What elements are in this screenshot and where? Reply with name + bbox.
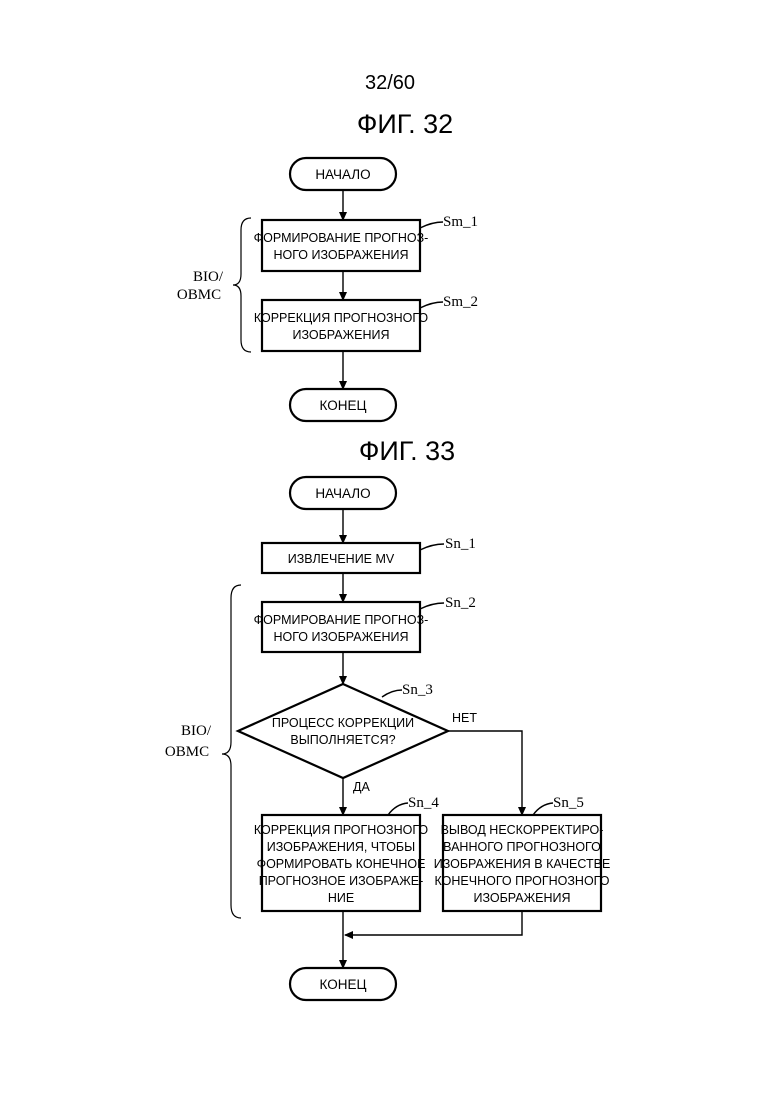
fig33-start-terminal: НАЧАЛО: [290, 477, 396, 509]
fig33-decision-sn3: ПРОЦЕСС КОРРЕКЦИИ ВЫПОЛНЯЕТСЯ?: [238, 684, 448, 778]
fig33-group-brace: [222, 585, 241, 918]
fig32-group-label-1: BIO/: [193, 269, 224, 285]
fig33-step-sn5: ВЫВОД НЕСКОРРЕКТИРО- ВАННОГО ПРОГНОЗНОГО…: [434, 815, 611, 911]
fig32-step-sm1-line1: ФОРМИРОВАНИЕ ПРОГНОЗ-: [254, 231, 429, 245]
fig33-step-sn2: ФОРМИРОВАНИЕ ПРОГНОЗ- НОГО ИЗОБРАЖЕНИЯ: [254, 602, 429, 652]
fig33-step-sn5-line5: ИЗОБРАЖЕНИЯ: [473, 891, 570, 905]
fig32-step-sm2-line2: ИЗОБРАЖЕНИЯ: [292, 328, 389, 342]
fig33-step-sn4-line5: НИЕ: [328, 891, 354, 905]
fig33-step-sn4-id: Sn_4: [408, 795, 439, 811]
fig33-decision-sn3-line1: ПРОЦЕСС КОРРЕКЦИИ: [272, 716, 414, 730]
fig33-step-sn5-line4: КОНЕЧНОГО ПРОГНОЗНОГО: [435, 874, 610, 888]
fig33-step-sn1-leader: [420, 544, 444, 550]
fig33-step-sn4-line4: ПРОГНОЗНОЕ ИЗОБРАЖЕ-: [259, 874, 424, 888]
fig33-step-sn1: ИЗВЛЕЧЕНИЕ MV: [262, 543, 420, 573]
fig32-end-label: КОНЕЦ: [320, 398, 367, 413]
fig33-step-sn4-leader: [388, 803, 408, 815]
fig32-step-sm2-id: Sm_2: [443, 294, 478, 310]
fig32-step-sm1: ФОРМИРОВАНИЕ ПРОГНОЗ- НОГО ИЗОБРАЖЕНИЯ: [254, 220, 429, 271]
fig33-branch-no-label: НЕТ: [452, 711, 477, 725]
fig33-group-label-1: BIO/: [181, 723, 212, 739]
fig32-group-brace: [233, 218, 251, 352]
fig33-step-sn5-line1: ВЫВОД НЕСКОРРЕКТИРО-: [441, 823, 604, 837]
fig32-end-terminal: КОНЕЦ: [290, 389, 396, 421]
fig32-step-sm1-id: Sm_1: [443, 214, 478, 230]
fig33-step-sn1-id: Sn_1: [445, 536, 476, 552]
fig33-decision-sn3-line2: ВЫПОЛНЯЕТСЯ?: [290, 733, 395, 747]
fig32-start-terminal: НАЧАЛО: [290, 158, 396, 190]
fig33-step-sn4-line2: ИЗОБРАЖЕНИЯ, ЧТОБЫ: [267, 840, 415, 854]
fig33-end-label: КОНЕЦ: [320, 977, 367, 992]
fig33-step-sn2-leader: [420, 603, 444, 609]
fig33-step-sn1-line1: ИЗВЛЕЧЕНИЕ MV: [288, 552, 395, 566]
fig32-step-sm2-leader: [420, 302, 443, 308]
fig32-step-sm1-leader: [420, 222, 443, 228]
fig33-step-sn5-line2: ВАННОГО ПРОГНОЗНОГО: [443, 840, 601, 854]
page-number: 32/60: [365, 72, 415, 94]
fig33-title: ФИГ. 33: [359, 436, 455, 466]
fig33-step-sn3-id: Sn_3: [402, 682, 433, 698]
fig32-title: ФИГ. 32: [357, 109, 453, 139]
fig33-step-sn5-leader: [533, 803, 553, 815]
fig33-arrow-no: [448, 731, 522, 815]
fig33-step-sn4-line3: ФОРМИРОВАТЬ КОНЕЧНОЕ: [257, 857, 426, 871]
fig33-branch-yes-label: ДА: [353, 780, 370, 794]
fig33-step-sn4: КОРРЕКЦИЯ ПРОГНОЗНОГО ИЗОБРАЖЕНИЯ, ЧТОБЫ…: [254, 815, 429, 911]
fig32-step-sm1-line2: НОГО ИЗОБРАЖЕНИЯ: [273, 248, 408, 262]
fig33-sn5-merge: [345, 911, 522, 935]
fig33-step-sn2-line1: ФОРМИРОВАНИЕ ПРОГНОЗ-: [254, 613, 429, 627]
fig33-step-sn2-id: Sn_2: [445, 595, 476, 611]
fig32-group-label-2: OBMC: [177, 287, 221, 303]
fig33-step-sn4-line1: КОРРЕКЦИЯ ПРОГНОЗНОГО: [254, 823, 429, 837]
fig32-step-sm2-line1: КОРРЕКЦИЯ ПРОГНОЗНОГО: [254, 311, 429, 325]
fig33-step-sn3-leader: [382, 690, 402, 697]
fig32-step-sm2: КОРРЕКЦИЯ ПРОГНОЗНОГО ИЗОБРАЖЕНИЯ: [254, 300, 429, 351]
fig33-step-sn5-id: Sn_5: [553, 795, 584, 811]
fig33-step-sn2-line2: НОГО ИЗОБРАЖЕНИЯ: [273, 630, 408, 644]
fig33-step-sn5-line3: ИЗОБРАЖЕНИЯ В КАЧЕСТВЕ: [434, 857, 611, 871]
fig33-group-label-2: OBMC: [165, 744, 209, 760]
fig32-start-label: НАЧАЛО: [315, 167, 370, 182]
fig33-end-terminal: КОНЕЦ: [290, 968, 396, 1000]
fig33-start-label: НАЧАЛО: [315, 486, 370, 501]
